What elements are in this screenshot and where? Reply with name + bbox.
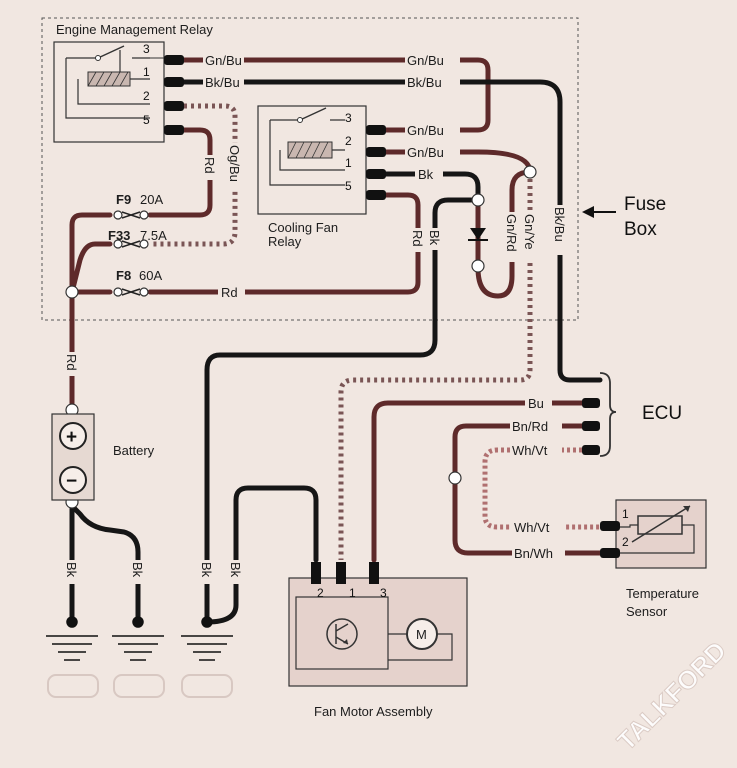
wire-label-gn-bu-1: Gn/Bu [205, 53, 242, 68]
temperature-sensor [600, 499, 707, 569]
fuse-f8-rating: 60A [139, 268, 162, 283]
wire-label-bk-g1: Bk [64, 562, 79, 578]
wire-label-gn-ye: Gn/Ye [522, 214, 537, 250]
junction-gn-ye [523, 165, 537, 179]
wire-label-rd-battery: Rd [64, 354, 79, 371]
emr-pin-5: 5 [143, 113, 150, 127]
cfr-title-line2: Relay [268, 234, 302, 249]
wire-label-wh-vt-sensor: Wh/Vt [514, 520, 550, 535]
wire-og-bu [150, 103, 238, 247]
wire-label-gn-bu-3: Gn/Bu [407, 123, 444, 138]
fuse-f9-id: F9 [116, 192, 131, 207]
fuse-box-boundary [41, 17, 579, 321]
wire-label-gn-rd: Gn/Rd [504, 214, 519, 252]
wire-bu [371, 400, 585, 563]
fuse-f9 [113, 210, 149, 220]
battery-minus-symbol: − [66, 471, 77, 492]
temp-pin-1: 1 [622, 507, 629, 521]
temp-pin-2: 2 [622, 535, 629, 549]
cfr-pin-5: 5 [345, 179, 352, 193]
emr-title: Engine Management Relay [56, 22, 213, 37]
fuse-f8-id: F8 [116, 268, 131, 283]
wire-label-halos [203, 54, 565, 559]
battery [51, 413, 95, 501]
vertical-label-halos [66, 143, 566, 584]
fan-pin-3: 3 [380, 586, 387, 600]
diode [468, 228, 488, 241]
fuse-f33-rating: 7.5A [140, 228, 167, 243]
cooling-fan-relay [257, 105, 367, 215]
fuse-box-label-line1: Fuse [624, 194, 666, 215]
wire-label-bn-wh: Bn/Wh [514, 546, 553, 561]
wire-bk-battery-g2 [69, 503, 141, 625]
fuse-f8 [113, 287, 149, 297]
wire-label-bu: Bu [528, 396, 544, 411]
wire-label-bk-bu-2: Bk/Bu [407, 75, 442, 90]
wire-label-bn-rd: Bn/Rd [512, 419, 548, 434]
wire-gn-bu-upper [181, 57, 491, 133]
wire-label-og-bu: Og/Bu [227, 145, 242, 182]
cfr-pin-2: 2 [345, 134, 352, 148]
wire-rd-main [69, 212, 113, 423]
cfr-title-line1: Cooling Fan [268, 220, 338, 235]
wire-bk-cfr1 [382, 171, 481, 203]
emr-pin-3: 3 [143, 42, 150, 56]
fan-pin-1: 1 [349, 586, 356, 600]
emr-pin-1: 1 [143, 65, 150, 79]
wire-bn-rd [452, 423, 603, 556]
emr-connectors [164, 55, 184, 135]
battery-label: Battery [113, 443, 155, 458]
wire-label-rd-f8: Rd [221, 285, 238, 300]
ground-placeholders [47, 674, 233, 698]
wire-label-wh-vt-ecu: Wh/Vt [512, 443, 548, 458]
wire-label-bk-g3: Bk [199, 562, 214, 578]
fan-motor-label: Fan Motor Assembly [314, 704, 433, 719]
engine-management-relay [53, 41, 165, 143]
motor-symbol: M [416, 627, 427, 642]
wire-label-bk-fan: Bk [427, 230, 442, 246]
wire-label-bk-g4: Bk [228, 562, 243, 578]
fuse-box-label-line2: Box [624, 219, 657, 240]
wire-bk-fan [204, 197, 481, 625]
emr-pin-2: 2 [143, 89, 150, 103]
wire-bk-fan-gnd [204, 485, 319, 625]
ground-symbols [46, 616, 233, 661]
wire-label-rd-emr: Rd [202, 157, 217, 174]
wire-label-gn-bu-4: Gn/Bu [407, 145, 444, 160]
wire-label-bk-bu-v: Bk/Bu [552, 207, 567, 242]
wire-label-gn-bu-2: Gn/Bu [407, 53, 444, 68]
cfr-pin-3: 3 [345, 111, 352, 125]
ecu-label: ECU [642, 403, 682, 424]
ecu-connectors [582, 398, 600, 455]
junction-diode-top [471, 193, 485, 207]
fan-motor-assembly [288, 562, 468, 687]
wire-rd-f33 [69, 241, 113, 295]
ecu-brace [599, 372, 617, 457]
fuse-f33-id: F33 [108, 228, 130, 243]
watermark: TALKFORD [611, 635, 732, 756]
fuse-f33 [113, 239, 149, 249]
fan-pin-2: 2 [317, 586, 324, 600]
wire-label-rd-cfr: Rd [410, 230, 425, 247]
fuse-f9-rating: 20A [140, 192, 163, 207]
junction-bn-rd [448, 471, 462, 485]
cfr-connectors [366, 125, 386, 200]
temp-label-line2: Sensor [626, 604, 668, 619]
wire-label-bk-cfr: Bk [418, 167, 434, 182]
battery-plus-symbol: + [66, 427, 77, 448]
wire-label-bk-g2: Bk [130, 562, 145, 578]
junction-rd [65, 285, 79, 299]
temp-label-line1: Temperature [626, 586, 699, 601]
junction-diode-bottom [471, 259, 485, 273]
fuse-box-arrow [582, 206, 616, 218]
wire-gn-rd [475, 169, 533, 299]
cfr-pin-1: 1 [345, 156, 352, 170]
wire-label-bk-bu-1: Bk/Bu [205, 75, 240, 90]
wire-wh-vt [482, 447, 600, 530]
